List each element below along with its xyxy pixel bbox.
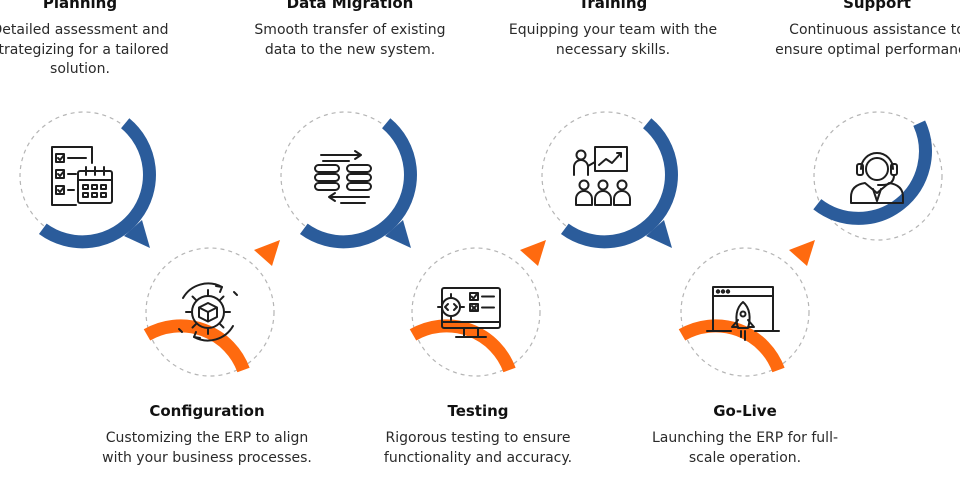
step-description: Rigorous testing to ensure functionality… [383, 430, 573, 466]
dashed-ring-configuration [145, 247, 275, 377]
progress-arc-configuration [143, 319, 250, 373]
progress-arc-testing [409, 319, 516, 373]
step-title: Support [843, 0, 911, 12]
step-description: Launching the ERP for full-scale operati… [651, 430, 839, 466]
step-title: Go-Live [713, 402, 777, 420]
arrowhead-training [646, 220, 672, 248]
step-support: Support Continuous assistance to ensure … [767, 0, 960, 60]
step-description: Continuous assistance to ensure optimal … [775, 22, 960, 58]
process-rings [19, 111, 943, 377]
arrowhead-planning [124, 220, 150, 248]
step-title: Planning [42, 0, 118, 12]
gear-box-icon [178, 282, 238, 342]
step-testing: Testing Rigorous testing to ensure funct… [368, 402, 588, 468]
step-description: Customizing the ERP to align with your b… [102, 430, 312, 466]
progress-arc-training [560, 118, 678, 249]
monitor-code-icon [437, 287, 501, 338]
arrowhead-configuration [254, 240, 280, 266]
step-title: Training [578, 0, 648, 12]
step-title: Testing [447, 402, 509, 420]
step-title: Configuration [149, 402, 265, 420]
checklist-calendar-icon [51, 146, 113, 206]
progress-arc-planning [38, 118, 156, 249]
step-data-migration: Data Migration Smooth transfer of existi… [240, 0, 460, 60]
headset-agent-icon [850, 152, 904, 204]
step-configuration: Configuration Customizing the ERP to ali… [97, 402, 317, 468]
progress-arc-data-migration [299, 118, 417, 249]
step-go-live: Go-Live Launching the ERP for full-scale… [635, 402, 855, 468]
dashed-ring-support [813, 111, 943, 241]
step-description: Smooth transfer of existing data to the … [254, 22, 446, 58]
step-planning: Planning Detailed assessment and strateg… [0, 0, 190, 80]
arrowhead-testing [520, 240, 546, 266]
arrowhead-data-migration [385, 220, 411, 248]
step-title: Data Migration [286, 0, 414, 12]
step-training: Training Equipping your team with the ne… [503, 0, 723, 60]
browser-rocket-icon [706, 286, 780, 341]
dashed-ring-go-live [680, 247, 810, 377]
arrowhead-go-live [789, 240, 815, 266]
progress-arc-go-live [678, 319, 785, 373]
step-description: Detailed assessment and strategizing for… [0, 22, 169, 77]
database-transfer-icon [314, 150, 372, 204]
presentation-audience-icon [573, 146, 631, 206]
progress-arc-support [813, 120, 932, 225]
step-description: Equipping your team with the necessary s… [508, 22, 718, 58]
dashed-ring-testing [411, 247, 541, 377]
